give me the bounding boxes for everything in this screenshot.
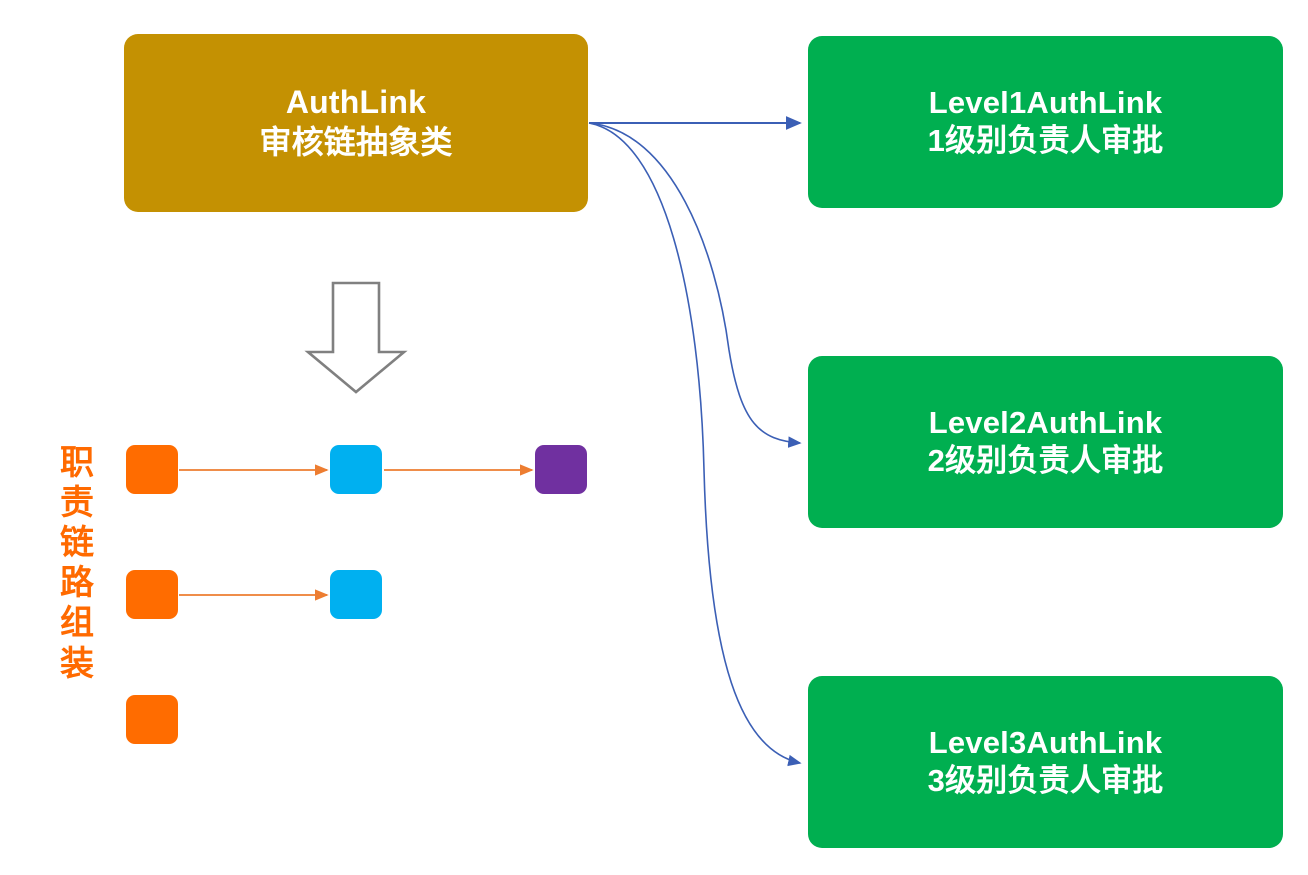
chain-chip-row2-handler2[interactable] — [330, 570, 382, 619]
caption-char-4: 路 — [60, 564, 94, 603]
caption-char-2: 责 — [60, 484, 94, 523]
caption-char-5: 组 — [60, 604, 94, 643]
node-authlink-line2: 审核链抽象类 — [259, 124, 453, 160]
edge-authlink-to-level3 — [588, 122, 802, 767]
node-level2-line1: Level2AuthLink — [928, 404, 1163, 440]
down-block-arrow-icon — [304, 281, 408, 394]
node-level3authlink[interactable]: Level3AuthLink 3级别负责人审批 — [808, 676, 1283, 848]
caption-char-3: 链 — [60, 524, 94, 563]
chain-chip-row1-handler1[interactable] — [126, 445, 178, 494]
caption-char-6: 装 — [60, 644, 94, 683]
node-level2-line2: 2级别负责人审批 — [927, 443, 1164, 478]
caption-char-1: 职 — [60, 444, 94, 482]
node-level1-line2: 1级别负责人审批 — [927, 123, 1164, 158]
chain-assembly-caption: 职 责 链 路 组 装 — [54, 443, 100, 684]
chain-chip-row1-handler2[interactable] — [330, 445, 382, 494]
node-level1authlink[interactable]: Level1AuthLink 1级别负责人审批 — [808, 36, 1283, 208]
chain-chip-row3-handler1[interactable] — [126, 695, 178, 744]
node-authlink[interactable]: AuthLink 审核链抽象类 — [124, 34, 588, 212]
node-level2authlink[interactable]: Level2AuthLink 2级别负责人审批 — [808, 356, 1283, 528]
node-authlink-line1: AuthLink — [285, 84, 427, 121]
node-level1-line1: Level1AuthLink — [928, 84, 1163, 120]
chain-chip-row2-handler1[interactable] — [126, 570, 178, 619]
chain-chip-row1-handler3[interactable] — [535, 445, 587, 494]
node-level3-line2: 3级别负责人审批 — [927, 763, 1164, 798]
node-level3-line1: Level3AuthLink — [928, 724, 1163, 760]
edge-authlink-to-level2 — [588, 122, 802, 448]
